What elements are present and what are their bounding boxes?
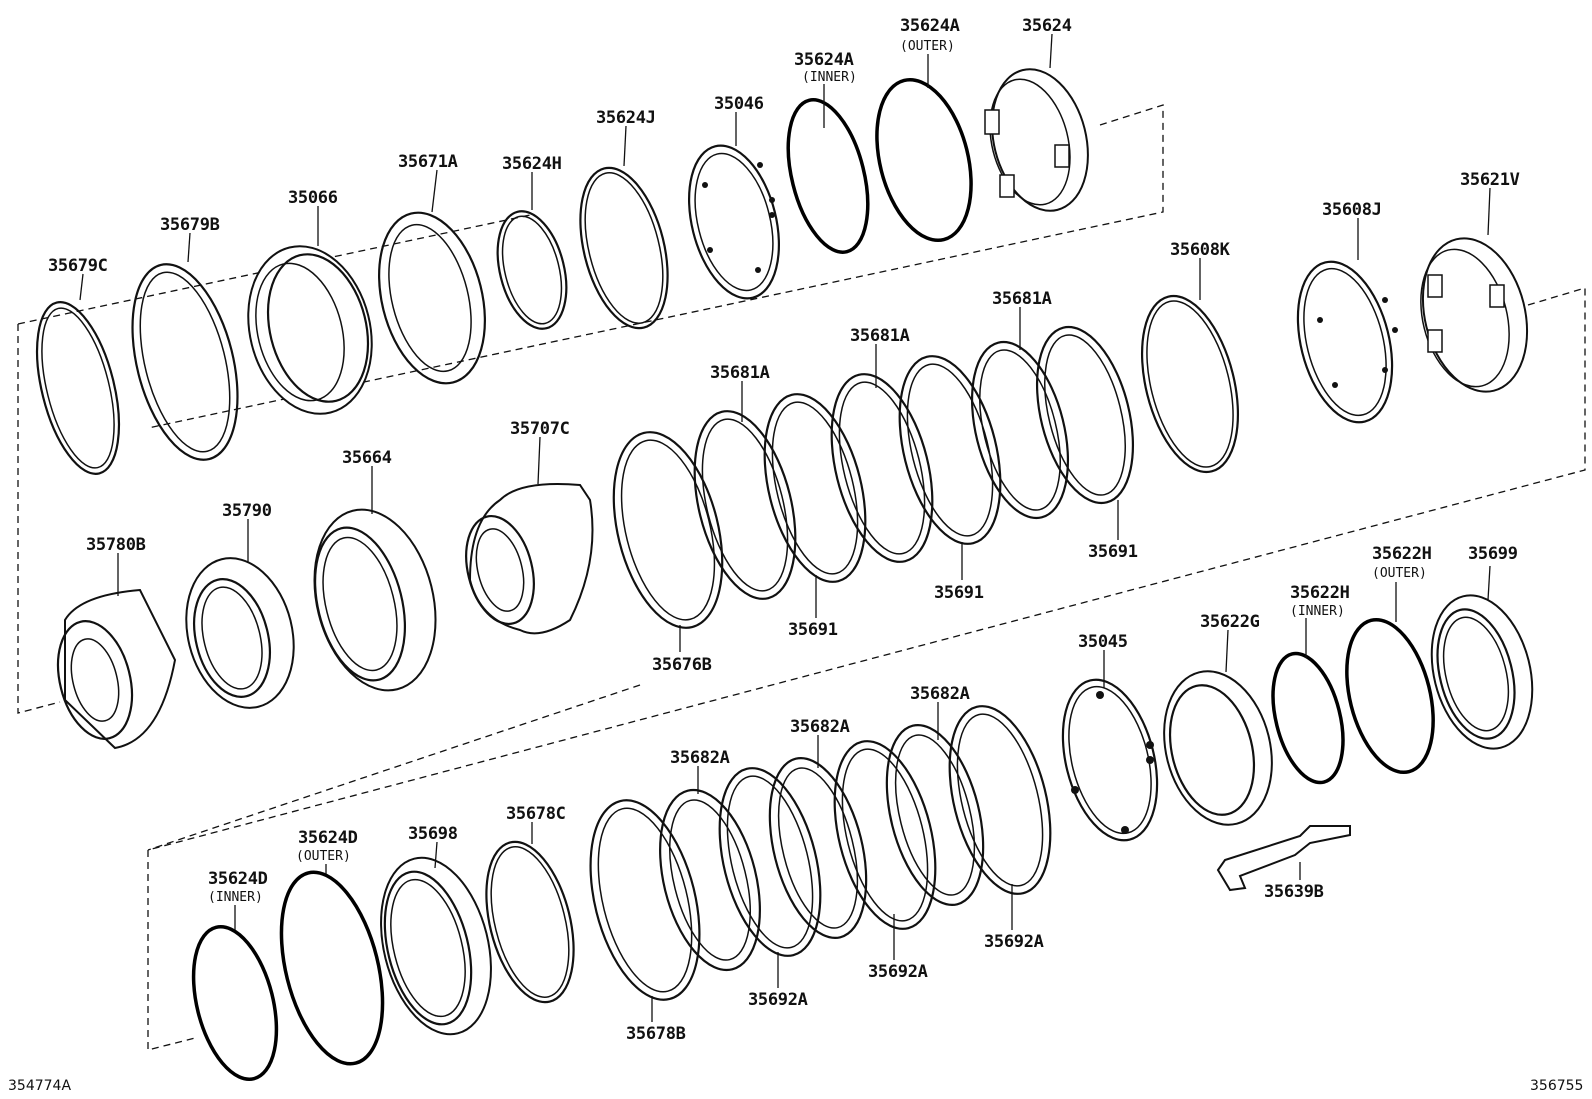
reference-code-right: 356755	[1530, 1078, 1583, 1094]
label-35678C: 35678C	[506, 804, 566, 824]
clutch-plate-35692A-2[interactable]	[817, 731, 953, 960]
label-35699: 35699	[1468, 544, 1518, 564]
label-35046: 35046	[714, 94, 764, 114]
clutch-plate-35681A-1[interactable]	[747, 384, 883, 618]
label-35692A-3: 35692A	[984, 932, 1044, 952]
return-spring-35046[interactable]	[674, 112, 793, 308]
label-35622H-inner: 35622H	[1290, 583, 1350, 603]
sublabel-35624D-outer: (OUTER)	[296, 849, 351, 864]
clutch-disc-35682A-1[interactable]	[643, 766, 777, 980]
clutch-disc-35691-2[interactable]	[814, 344, 950, 572]
clutch-disc-35682A-2[interactable]	[753, 735, 883, 948]
seal-35699[interactable]	[1417, 565, 1548, 759]
clutch-plate-35671A[interactable]	[362, 169, 501, 395]
seal-35698[interactable]	[364, 841, 508, 1046]
label-35681A-3: 35681A	[992, 289, 1052, 309]
snap-ring-35679C[interactable]	[22, 273, 134, 482]
sun-gear-drum-35707C[interactable]	[456, 436, 594, 635]
label-35679C: 35679C	[48, 256, 108, 276]
o-ring-35622H-outer[interactable]	[1332, 582, 1447, 781]
clutch-plate-35681A-3[interactable]	[1021, 317, 1150, 540]
label-35681A-2: 35681A	[850, 326, 910, 346]
label-35639B: 35639B	[1264, 882, 1324, 902]
o-ring-35624D-inner[interactable]	[179, 905, 290, 1088]
label-35624D-outer: 35624D	[298, 828, 358, 848]
label-35707C: 35707C	[510, 419, 570, 439]
label-35671A: 35671A	[398, 152, 458, 172]
reference-code-left: 354774A	[8, 1078, 71, 1094]
piston-35622G[interactable]	[1149, 629, 1288, 836]
labels: 35679C 35679B 35066 35671A 35624H 35624J…	[8, 16, 1583, 1094]
clutch-plate-35681A-2[interactable]	[882, 346, 1018, 580]
label-35664: 35664	[342, 448, 392, 468]
o-ring-35622H-inner[interactable]	[1261, 618, 1355, 790]
label-35621V: 35621V	[1460, 170, 1520, 190]
clip-35639B[interactable]	[1216, 825, 1351, 892]
label-35681A-1: 35681A	[710, 363, 770, 383]
sublabel-35624D-inner: (INNER)	[208, 890, 263, 905]
snap-ring-35624J[interactable]	[565, 125, 682, 337]
label-35698: 35698	[408, 824, 458, 844]
clutch-disc-35691-3[interactable]	[956, 307, 1085, 528]
label-35622H-outer: 35622H	[1372, 544, 1432, 564]
clutch-piston-35621V[interactable]	[1407, 187, 1542, 403]
sublabel-35622H-outer: (OUTER)	[1372, 566, 1427, 581]
clutch-plate-35676B[interactable]	[595, 421, 740, 652]
return-spring-35608J[interactable]	[1282, 218, 1407, 432]
label-35624H: 35624H	[502, 154, 562, 174]
label-35682A-1: 35682A	[670, 748, 730, 768]
one-way-clutch-35790[interactable]	[171, 519, 309, 719]
label-35066: 35066	[288, 188, 338, 208]
label-35682A-2: 35682A	[790, 717, 850, 737]
label-35691-1: 35691	[788, 620, 838, 640]
return-spring-35045[interactable]	[1047, 650, 1172, 850]
sublabel-35624A-inner: (INNER)	[802, 70, 857, 85]
planetary-hub-35780B[interactable]	[47, 553, 177, 750]
sublabel-35622H-inner: (INNER)	[1290, 604, 1345, 619]
label-35678B: 35678B	[626, 1024, 686, 1044]
label-35608K: 35608K	[1170, 240, 1231, 260]
label-35691-2: 35691	[934, 583, 984, 603]
group-outline-lower	[147, 684, 641, 1051]
snap-ring-35624H[interactable]	[486, 172, 577, 336]
clutch-plate-35692A-3[interactable]	[932, 696, 1068, 930]
label-35624D-inner: 35624D	[208, 869, 268, 889]
label-35624: 35624	[1022, 16, 1072, 36]
label-35692A-2: 35692A	[868, 962, 928, 982]
label-35790: 35790	[222, 501, 272, 521]
clutch-disc-35682A-3[interactable]	[870, 702, 1000, 915]
clutch-drum-35664[interactable]	[296, 466, 453, 703]
o-ring-35624D-outer[interactable]	[264, 862, 401, 1074]
clutch-plate-35678B[interactable]	[572, 789, 718, 1022]
group-outline-middle	[17, 214, 1586, 851]
clutch-plate-35692A-1[interactable]	[702, 758, 838, 988]
label-35780B: 35780B	[86, 535, 146, 555]
clutch-hub-35066[interactable]	[231, 206, 389, 427]
snap-ring-35678C[interactable]	[471, 822, 588, 1011]
o-ring-35624A-inner[interactable]	[774, 84, 882, 260]
label-35624A-inner: 35624A	[794, 50, 854, 70]
label-35676B: 35676B	[652, 655, 712, 675]
clutch-piston-35624[interactable]	[978, 33, 1102, 221]
label-35622G: 35622G	[1200, 612, 1260, 632]
clutch-plate-35679B[interactable]	[114, 232, 256, 471]
label-35692A-1: 35692A	[748, 990, 808, 1010]
label-35682A-3: 35682A	[910, 684, 970, 704]
label-35624J: 35624J	[596, 108, 656, 128]
snap-ring-35608K[interactable]	[1126, 258, 1255, 482]
label-35608J: 35608J	[1322, 200, 1382, 220]
label-35045: 35045	[1078, 632, 1128, 652]
sublabel-35624A-outer: (OUTER)	[900, 39, 955, 54]
label-35691-3: 35691	[1088, 542, 1138, 562]
clutch-disc-35691-1[interactable]	[677, 381, 813, 609]
label-35679B: 35679B	[160, 215, 220, 235]
label-35624A-outer: 35624A	[900, 16, 960, 36]
o-ring-35624A-outer[interactable]	[861, 54, 986, 250]
